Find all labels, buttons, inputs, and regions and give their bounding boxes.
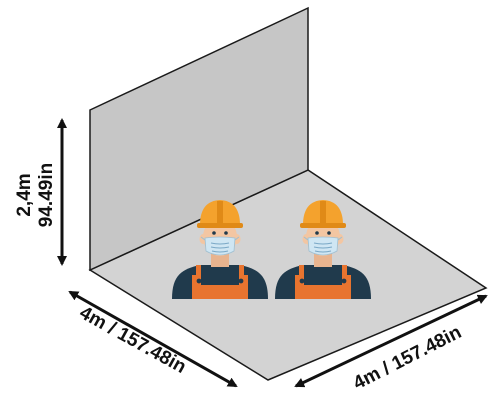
height-imperial-label: 94.49in [36,163,57,227]
height-value-label: 2,4m [14,173,35,216]
length-left-arrow [68,290,238,388]
room-wall [89,6,309,272]
length-right-arrow [294,294,488,388]
